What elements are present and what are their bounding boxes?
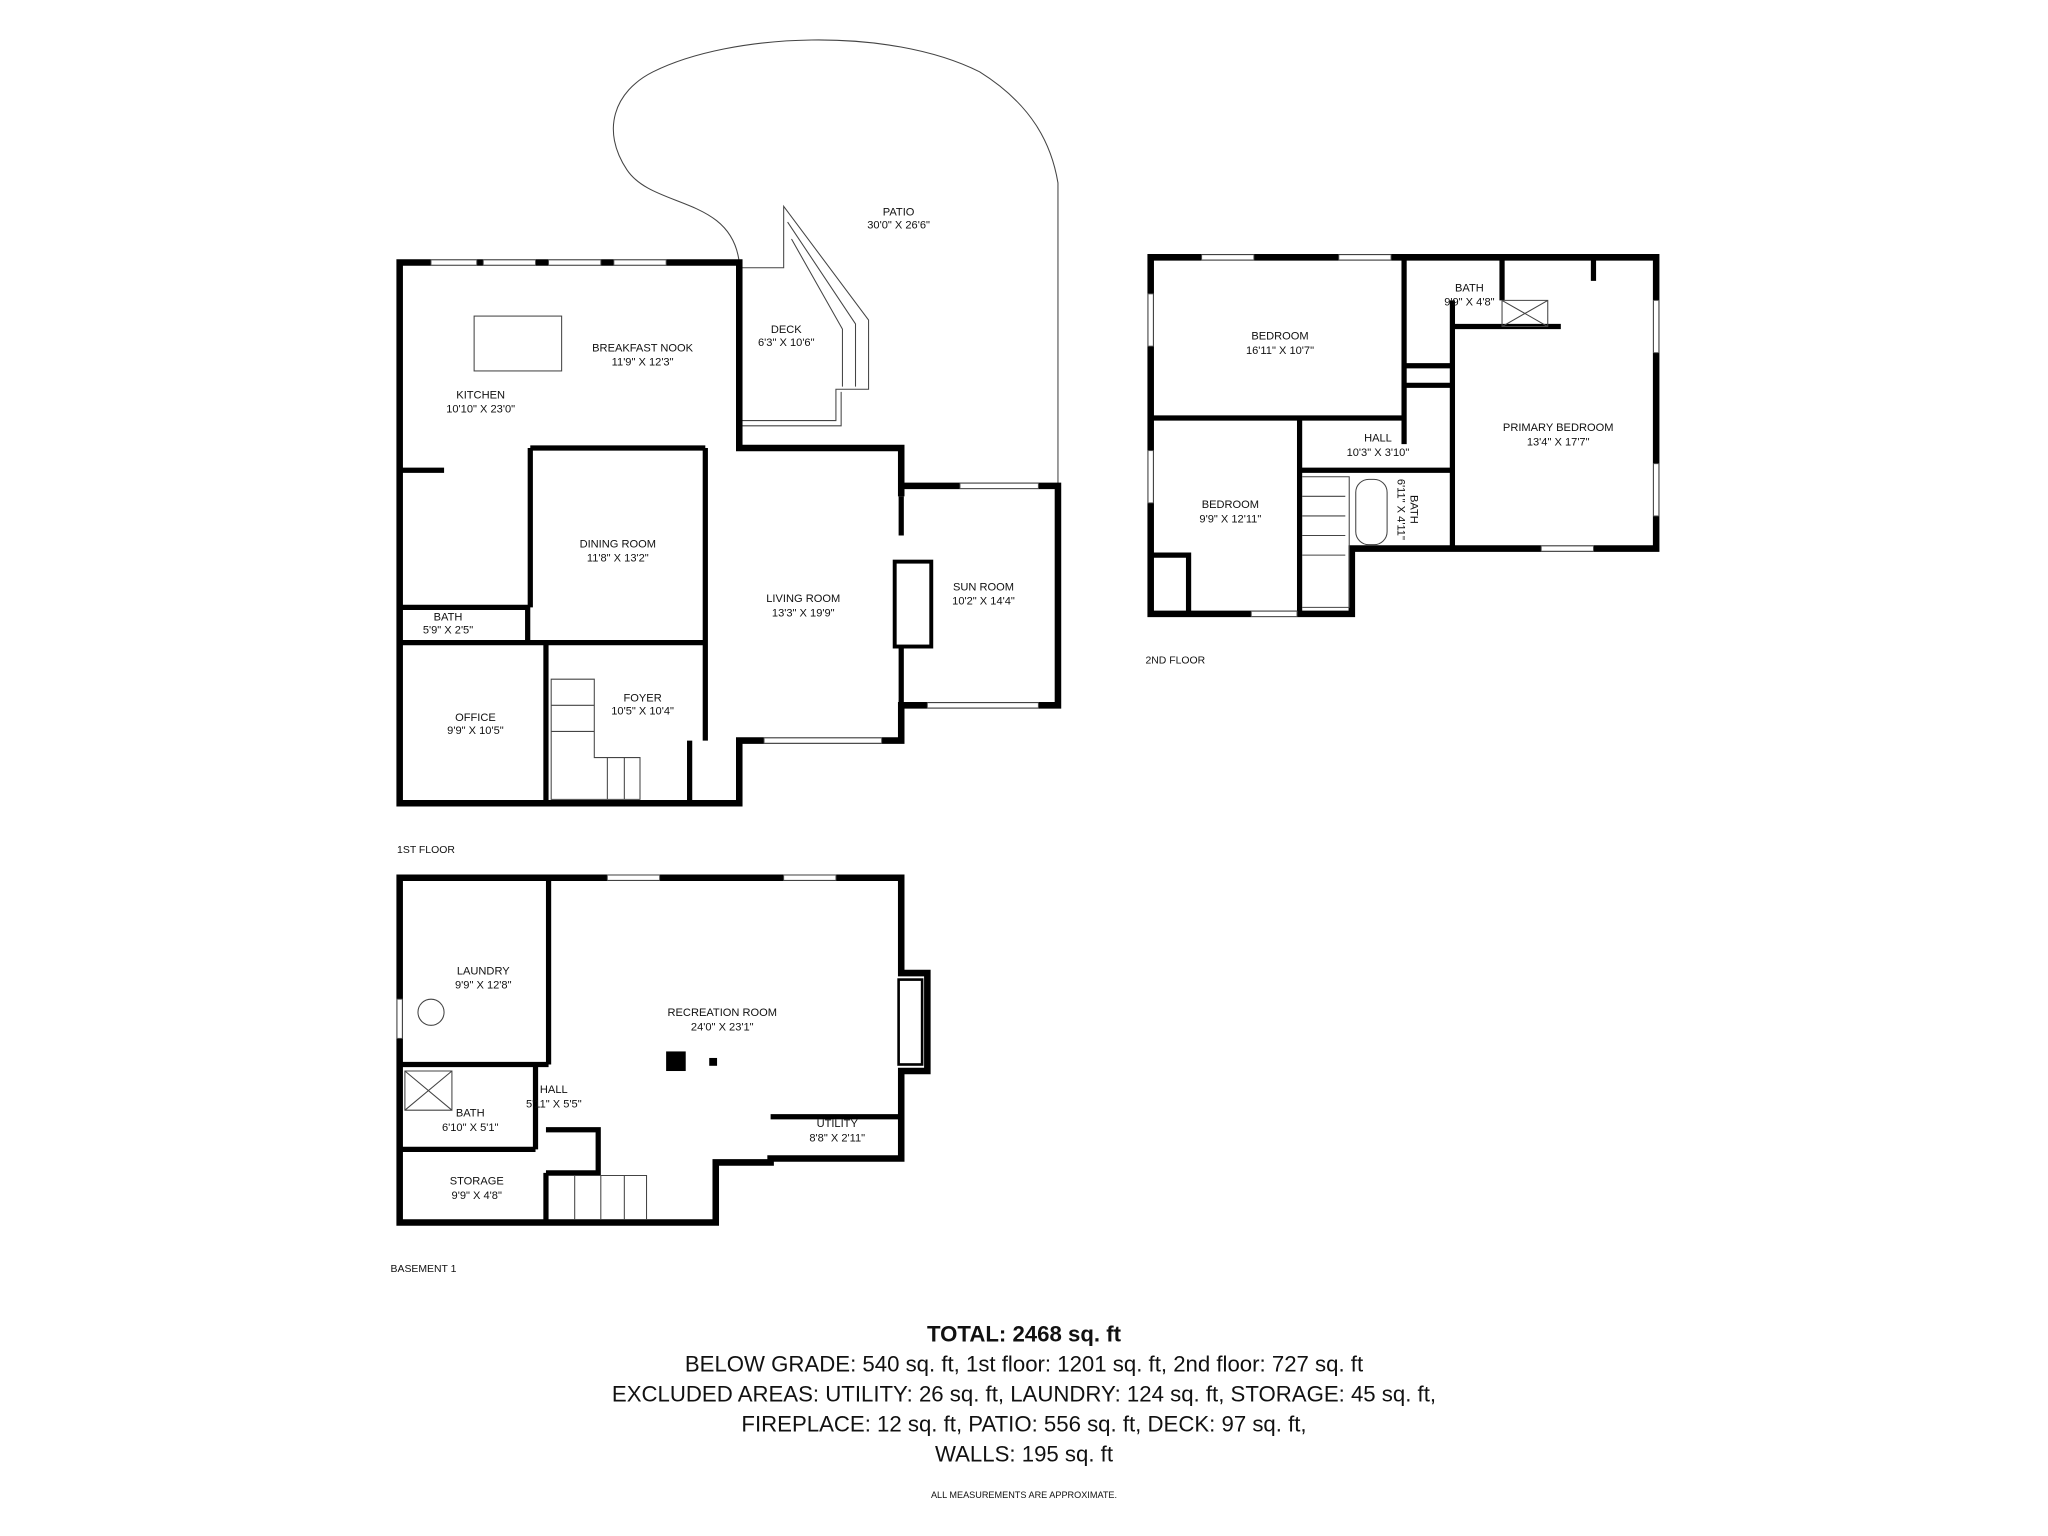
window [1653,463,1660,517]
room-label: PRIMARY BEDROOM [1503,422,1614,434]
room-size: 9'9" X 4'8" [1444,297,1494,309]
room-label: FOYER [624,692,662,704]
window [1147,450,1154,504]
room-label: BATH [1455,282,1484,294]
room-label: HALL [540,1084,568,1096]
first-floor-plan: PATIO 30'0" X 26'6" DECK 6'3" X 10'6" BR… [396,39,1062,856]
room-label: BATH [1408,495,1420,524]
room-label: HALL [1364,432,1392,444]
room-label: LAUNDRY [457,965,510,977]
basement-plan: LAUNDRY 9'9" X 12'8" RECREATION ROOM 24'… [391,874,931,1275]
exterior-walls [396,259,1062,807]
column [709,1057,718,1066]
room-size: 11'9" X 12'3" [612,357,674,369]
room-size: 13'3" X 19'9" [772,607,835,619]
water-heater [417,998,445,1026]
kitchen-island [473,315,563,372]
room-size: 16'11" X 10'7" [1246,345,1314,357]
interior-walls [399,877,904,1223]
fireplace [897,978,924,1066]
window [1201,254,1255,261]
room-size: 10'3" X 3'10" [1347,447,1410,459]
exterior-walls [1147,254,1660,618]
room-size: 6'3" X 10'6" [758,337,815,349]
room-label: RECREATION ROOM [668,1007,778,1019]
deck-outline [739,204,870,427]
window [959,482,1039,489]
fireplace [892,559,934,649]
room-label: BATH [434,611,463,623]
window [1540,545,1594,552]
room-size: 9'9" X 12'11" [1199,513,1261,525]
bathtub [1355,478,1388,546]
room-size: 10'2" X 14'4" [952,596,1015,608]
window [783,874,837,881]
room-size: 10'5" X 10'4" [611,705,674,717]
room-label: PATIO [883,207,915,219]
stairs [550,678,641,800]
floor-label: 2ND FLOOR [1145,656,1205,667]
window [548,259,602,266]
room-size: 5'9" X 2'5" [423,624,473,636]
room-label: DECK [771,324,802,336]
patio-outline [612,39,1059,484]
window [763,737,883,744]
summary-line: FIREPLACE: 12 sq. ft, PATIO: 556 sq. ft,… [741,1412,1306,1437]
room-label: DINING ROOM [580,538,656,550]
summary-line: EXCLUDED AREAS: UTILITY: 26 sq. ft, LAUN… [612,1381,1436,1406]
total-area: TOTAL: 2468 sq. ft [927,1321,1122,1346]
window [926,702,1039,709]
column [666,1051,686,1072]
window [1147,293,1154,347]
room-label: BREAKFAST NOOK [592,342,694,354]
floor-label: 1ST FLOOR [397,845,455,856]
room-label: OFFICE [455,712,496,724]
room-size: 11'8" X 13'2" [587,553,649,565]
exterior-walls [396,874,931,1226]
room-size: 13'4" X 17'7" [1527,436,1590,448]
area-summary: TOTAL: 2468 sq. ft BELOW GRADE: 540 sq. … [612,1321,1436,1500]
summary-line: WALLS: 195 sq. ft [935,1442,1113,1467]
room-label: SUN ROOM [953,581,1014,593]
room-label: KITCHEN [456,389,505,401]
room-label: BEDROOM [1251,331,1308,343]
floor-label: BASEMENT 1 [391,1264,457,1275]
window [1250,610,1298,617]
summary-line: BELOW GRADE: 540 sq. ft, 1st floor: 1201… [685,1351,1363,1376]
stairs [1302,476,1350,608]
room-size: 6'10" X 5'1" [442,1122,499,1134]
room-size: 6'11" X 4'11" [1395,479,1407,540]
disclaimer: ALL MEASUREMENTS ARE APPROXIMATE. [931,1490,1117,1500]
interior-walls [399,445,904,804]
room-size: 8'8" X 2'11" [809,1133,865,1145]
window [1338,254,1392,261]
window [1653,299,1660,354]
room-size: 5'11" X 5'5" [526,1099,582,1111]
room-size: 9'9" X 10'5" [447,725,504,737]
window [613,259,667,266]
room-size: 10'10" X 23'0" [446,404,515,416]
room-size: 9'9" X 12'8" [455,980,512,992]
shower [404,1070,453,1111]
room-size: 24'0" X 23'1" [691,1022,754,1034]
stairs [548,1174,648,1220]
room-label: STORAGE [450,1176,504,1188]
window [482,259,536,266]
room-label: BEDROOM [1202,499,1259,511]
window [606,874,661,881]
room-label: LIVING ROOM [766,593,840,605]
room-label: UTILITY [817,1118,859,1130]
room-size: 30'0" X 26'6" [867,220,930,232]
room-label: BATH [456,1108,485,1120]
window [430,259,478,266]
window [396,998,403,1039]
room-size: 9'9" X 4'8" [452,1190,502,1202]
shower [1501,299,1549,328]
second-floor-plan: BEDROOM 16'11" X 10'7" BATH 9'9" X 4'8" … [1145,254,1660,667]
